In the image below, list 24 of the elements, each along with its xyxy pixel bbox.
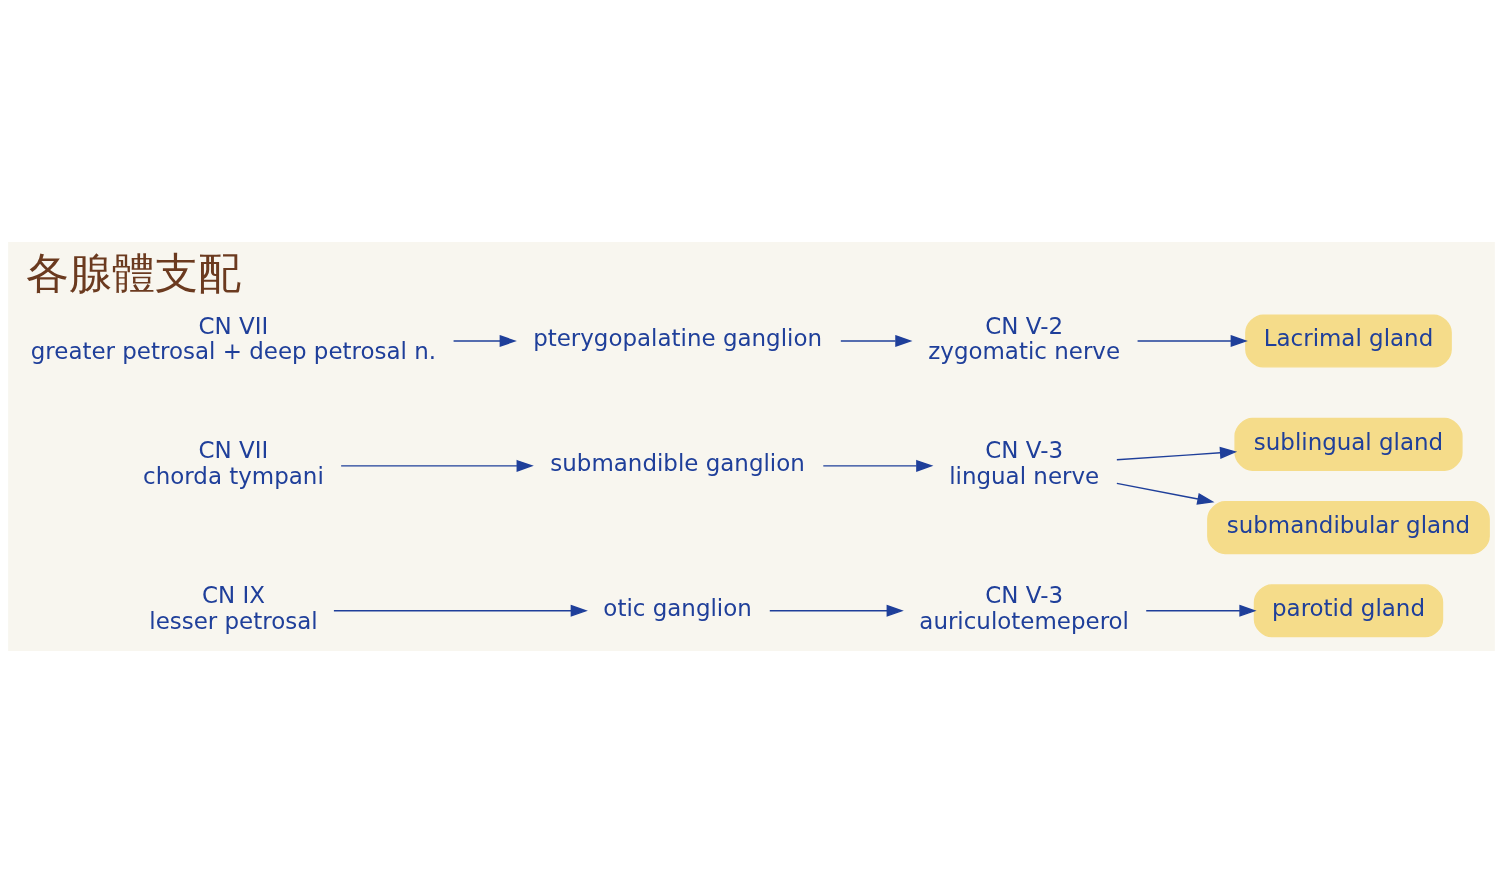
node-text: CN V-2 zygomatic nerve: [928, 312, 1121, 364]
arrow: [1136, 334, 1248, 347]
node-box: parotid gland: [1253, 583, 1444, 637]
node-text: CN V-3 lingual nerve: [949, 436, 1100, 489]
node-box: Lacrimal gland: [1245, 313, 1452, 368]
arrow: [1116, 482, 1215, 505]
node-box: submandibular gland: [1207, 500, 1490, 554]
arrow: [822, 459, 934, 472]
arrow: [452, 334, 517, 347]
node-text: CN VII greater petrosal + deep petrosal n.: [30, 312, 437, 364]
node-text: CN V-3 auriculotemeperol: [919, 581, 1129, 634]
node-box: sublingual gland: [1234, 417, 1463, 471]
arrow: [1116, 446, 1238, 460]
node-text: CN IX lesser petrosal: [149, 581, 318, 634]
arrow: [340, 459, 534, 472]
node-text: CN VII chorda tympani: [143, 436, 324, 489]
arrow: [1145, 604, 1257, 617]
arrow: [769, 604, 904, 617]
arrow: [333, 604, 588, 617]
node-text: pterygopalatine ganglion: [533, 324, 823, 351]
arrow: [840, 334, 913, 347]
diagram-title: 各腺體支配: [26, 247, 242, 298]
node-text: submandible ganglion: [550, 449, 805, 476]
node-text: otic ganglion: [603, 594, 752, 621]
